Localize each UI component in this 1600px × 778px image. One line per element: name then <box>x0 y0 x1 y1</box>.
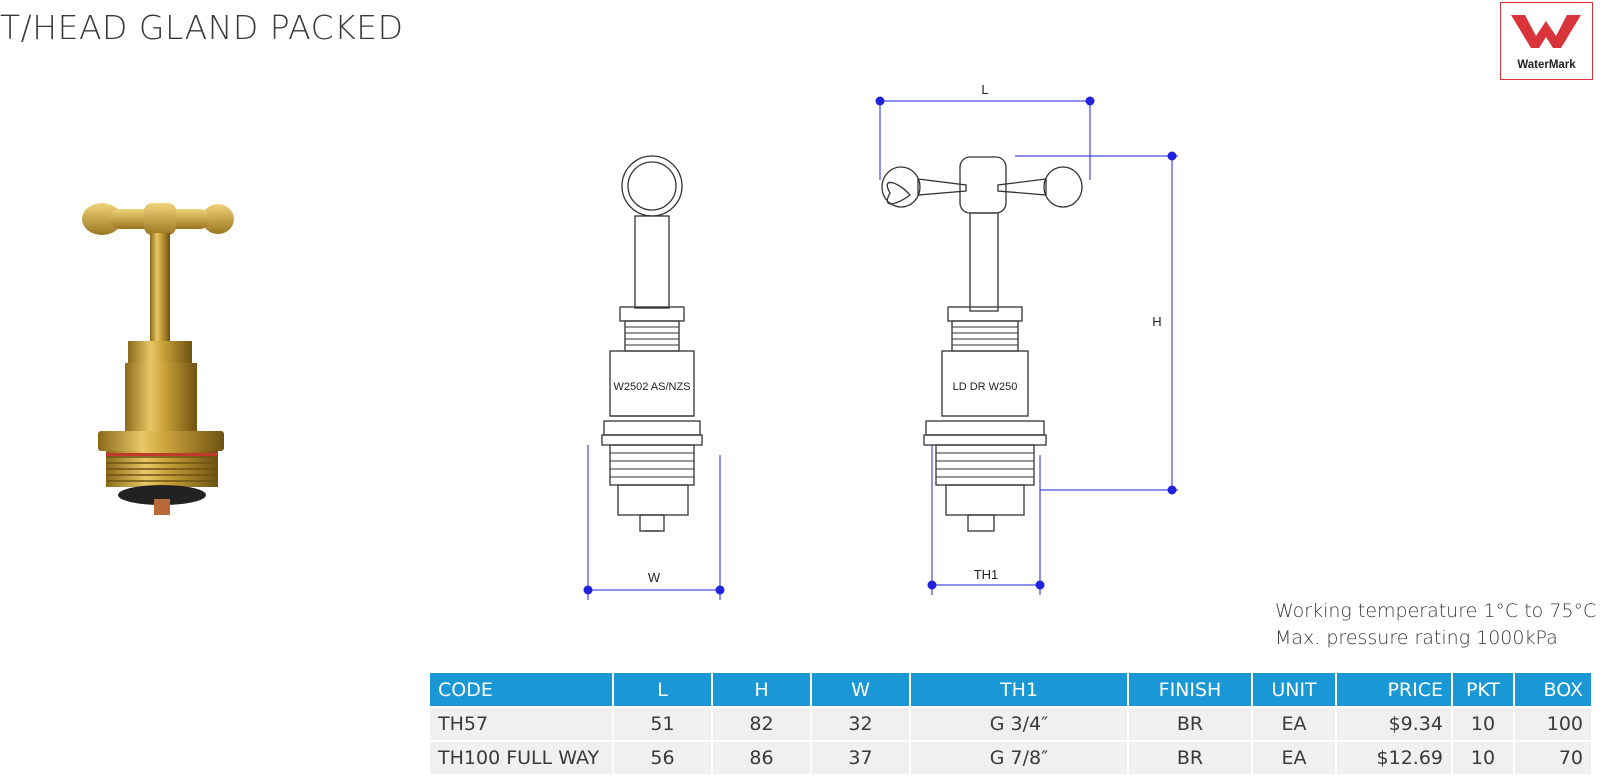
col-l: L <box>614 673 711 706</box>
cell-price: $12.69 <box>1337 742 1451 774</box>
col-pkt: PKT <box>1453 673 1513 706</box>
watermark-logo: WaterMark <box>1500 2 1593 80</box>
col-finish: FINISH <box>1129 673 1251 706</box>
cell-unit: EA <box>1253 742 1335 774</box>
cell-code: TH57 <box>430 708 612 740</box>
page-title: T/HEAD GLAND PACKED <box>0 8 404 47</box>
watermark-w-icon <box>1511 15 1581 48</box>
spec-working-temperature: Working temperature 1°C to 75°C <box>1275 600 1597 622</box>
cell-finish: BR <box>1129 708 1251 740</box>
cell-h: 82 <box>713 708 810 740</box>
cell-box: 100 <box>1515 708 1591 740</box>
technical-drawing: W2502 AS/NZS LD DR W250 W TH1 L H <box>583 85 1178 600</box>
side-marking: W2502 AS/NZS <box>613 381 690 393</box>
col-code: CODE <box>430 673 612 706</box>
cell-unit: EA <box>1253 708 1335 740</box>
cell-l: 56 <box>614 742 711 774</box>
cell-pkt: 10 <box>1453 742 1513 774</box>
front-marking: LD DR W250 <box>953 381 1018 393</box>
col-price: PRICE <box>1337 673 1451 706</box>
col-th1: TH1 <box>911 673 1127 706</box>
dim-th1-label: TH1 <box>974 567 999 582</box>
table-row: TH57 51 82 32 G 3/4″ BR EA $9.34 10 100 <box>430 708 1591 740</box>
spec-table: CODE L H W TH1 FINISH UNIT PRICE PKT BOX… <box>428 671 1593 776</box>
cell-l: 51 <box>614 708 711 740</box>
col-w: W <box>812 673 909 706</box>
dim-w-label: W <box>648 570 661 585</box>
cell-code: TH100 FULL WAY <box>430 742 612 774</box>
col-unit: UNIT <box>1253 673 1335 706</box>
specs-block: Working temperature 1°C to 75°C Max. pre… <box>1275 598 1596 652</box>
spec-max-pressure: Max. pressure rating 1000kPa <box>1275 627 1558 649</box>
dim-h-label: H <box>1152 314 1161 329</box>
table-header-row: CODE L H W TH1 FINISH UNIT PRICE PKT BOX <box>430 673 1591 706</box>
table-row: TH100 FULL WAY 56 86 37 G 7/8″ BR EA $12… <box>430 742 1591 774</box>
cell-pkt: 10 <box>1453 708 1513 740</box>
product-photo <box>82 203 234 515</box>
cell-th1: G 3/4″ <box>911 708 1127 740</box>
cell-box: 70 <box>1515 742 1591 774</box>
col-box: BOX <box>1515 673 1591 706</box>
cell-w: 37 <box>812 742 909 774</box>
cell-w: 32 <box>812 708 909 740</box>
cell-price: $9.34 <box>1337 708 1451 740</box>
cell-h: 86 <box>713 742 810 774</box>
dim-l-label: L <box>981 85 988 97</box>
cell-finish: BR <box>1129 742 1251 774</box>
watermark-label: WaterMark <box>1517 59 1576 71</box>
col-h: H <box>713 673 810 706</box>
cell-th1: G 7/8″ <box>911 742 1127 774</box>
